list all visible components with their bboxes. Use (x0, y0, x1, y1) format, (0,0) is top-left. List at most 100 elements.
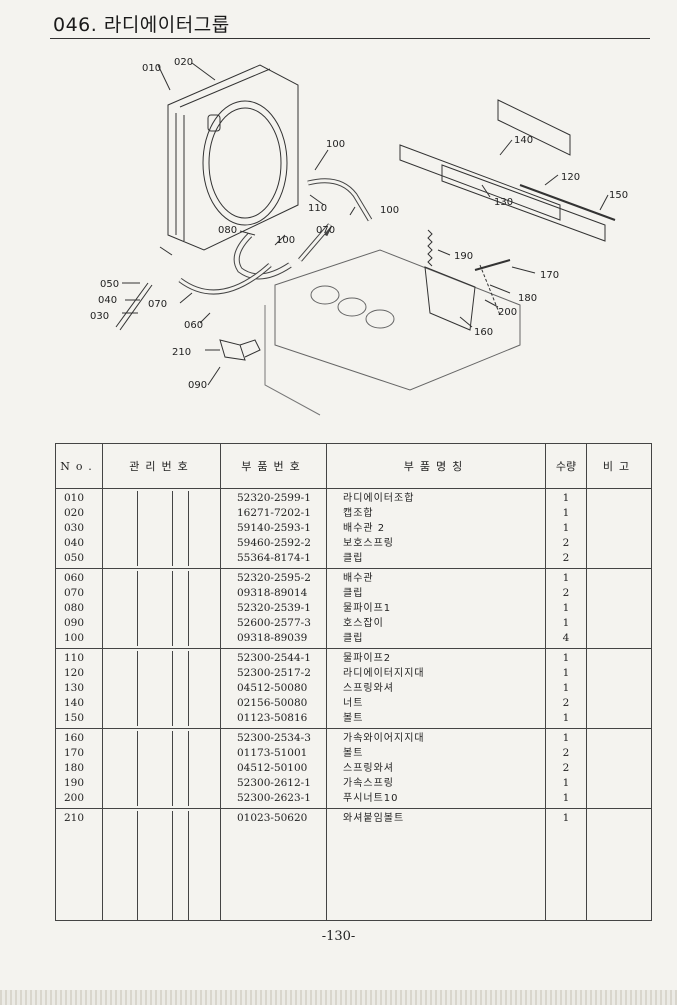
row-management (102, 666, 221, 681)
row-quantity: 1 (545, 681, 587, 696)
callout-130: 130 (494, 197, 513, 208)
row-remarks (586, 728, 652, 746)
row-part-number: 52320-2595-2 (220, 568, 327, 586)
row-management (102, 536, 221, 551)
row-part-number: 55364-8174-1 (220, 551, 327, 569)
row-part-name: 물파이프1 (326, 601, 546, 616)
row-quantity: 1 (545, 488, 587, 506)
row-no: 030 (55, 521, 103, 536)
col-header-part-number: 부품번호 (220, 443, 327, 489)
row-part-number: 52600-2577-3 (220, 616, 327, 631)
row-no: 020 (55, 506, 103, 521)
row-remarks (586, 631, 652, 649)
row-management (102, 711, 221, 729)
row-part-name: 와셔붙임볼트 (326, 808, 546, 826)
callout-040: 040 (98, 295, 117, 306)
row-quantity: 1 (545, 776, 587, 791)
callout-030: 030 (90, 311, 109, 322)
row-part-number: 52300-2534-3 (220, 728, 327, 746)
callout-070: 070 (148, 299, 167, 310)
callout-070: 070 (316, 225, 335, 236)
exploded-parts-diagram: 010 020 100 110 100 070 080 100 050 040 … (80, 45, 640, 425)
row-remarks (586, 666, 652, 681)
row-quantity: 1 (545, 601, 587, 616)
row-no: 010 (55, 488, 103, 506)
row-quantity: 2 (545, 746, 587, 761)
row-part-name: 스프링와셔 (326, 681, 546, 696)
row-part-name: 캡조합 (326, 506, 546, 521)
row-management (102, 586, 221, 601)
radiator-assembly-drawing: 010 020 100 110 100 070 080 100 050 040 … (90, 57, 628, 416)
callout-100: 100 (276, 235, 295, 246)
row-management (102, 521, 221, 536)
row-management (102, 488, 221, 506)
callout-150: 150 (609, 190, 628, 201)
row-quantity: 1 (545, 808, 587, 826)
row-quantity: 1 (545, 728, 587, 746)
row-no: 080 (55, 601, 103, 616)
row-management (102, 681, 221, 696)
row-remarks (586, 808, 652, 826)
row-quantity: 4 (545, 631, 587, 649)
row-part-name: 볼트 (326, 746, 546, 761)
row-management (102, 506, 221, 521)
row-part-number: 16271-7202-1 (220, 506, 327, 521)
fan-shroud-ellipse (202, 100, 288, 226)
row-no: 070 (55, 586, 103, 601)
row-management (102, 616, 221, 631)
row-no: 180 (55, 761, 103, 776)
row-quantity: 1 (545, 711, 587, 729)
row-part-name: 가속스프링 (326, 776, 546, 791)
row-no: 190 (55, 776, 103, 791)
row-part-number: 52300-2544-1 (220, 648, 327, 666)
row-no: 200 (55, 791, 103, 809)
row-quantity: 1 (545, 666, 587, 681)
row-management (102, 631, 221, 649)
row-part-name: 배수관 2 (326, 521, 546, 536)
row-part-number: 52300-2517-2 (220, 666, 327, 681)
row-remarks (586, 488, 652, 506)
scan-edge-strip (0, 990, 677, 1005)
row-quantity: 2 (545, 696, 587, 711)
row-quantity: 1 (545, 791, 587, 809)
row-remarks (586, 568, 652, 586)
col-header-no: No. (55, 443, 103, 489)
page-number: -130- (321, 929, 356, 944)
row-part-number: 52320-2599-1 (220, 488, 327, 506)
row-remarks (586, 761, 652, 776)
row-part-name: 물파이프2 (326, 648, 546, 666)
row-part-name: 스프링와셔 (326, 761, 546, 776)
callout-080: 080 (218, 225, 237, 236)
row-management (102, 551, 221, 569)
row-part-number: 01123-50816 (220, 711, 327, 729)
row-part-name: 라디에이터지지대 (326, 666, 546, 681)
row-quantity: 1 (545, 616, 587, 631)
row-quantity: 2 (545, 551, 587, 569)
row-part-number: 59460-2592-2 (220, 536, 327, 551)
row-part-number: 02156-50080 (220, 696, 327, 711)
callout-110: 110 (308, 203, 327, 214)
row-remarks (586, 521, 652, 536)
row-no: 130 (55, 681, 103, 696)
row-part-number: 04512-50100 (220, 761, 327, 776)
row-no: 120 (55, 666, 103, 681)
row-no: 210 (55, 808, 103, 826)
col-header-management: 관리번호 (102, 443, 221, 489)
row-no: 060 (55, 568, 103, 586)
callout-020: 020 (174, 57, 193, 68)
row-remarks (586, 551, 652, 569)
row-part-number: 09318-89039 (220, 631, 327, 649)
row-part-name: 가속와이어지지대 (326, 728, 546, 746)
table-filler-row (55, 826, 652, 921)
